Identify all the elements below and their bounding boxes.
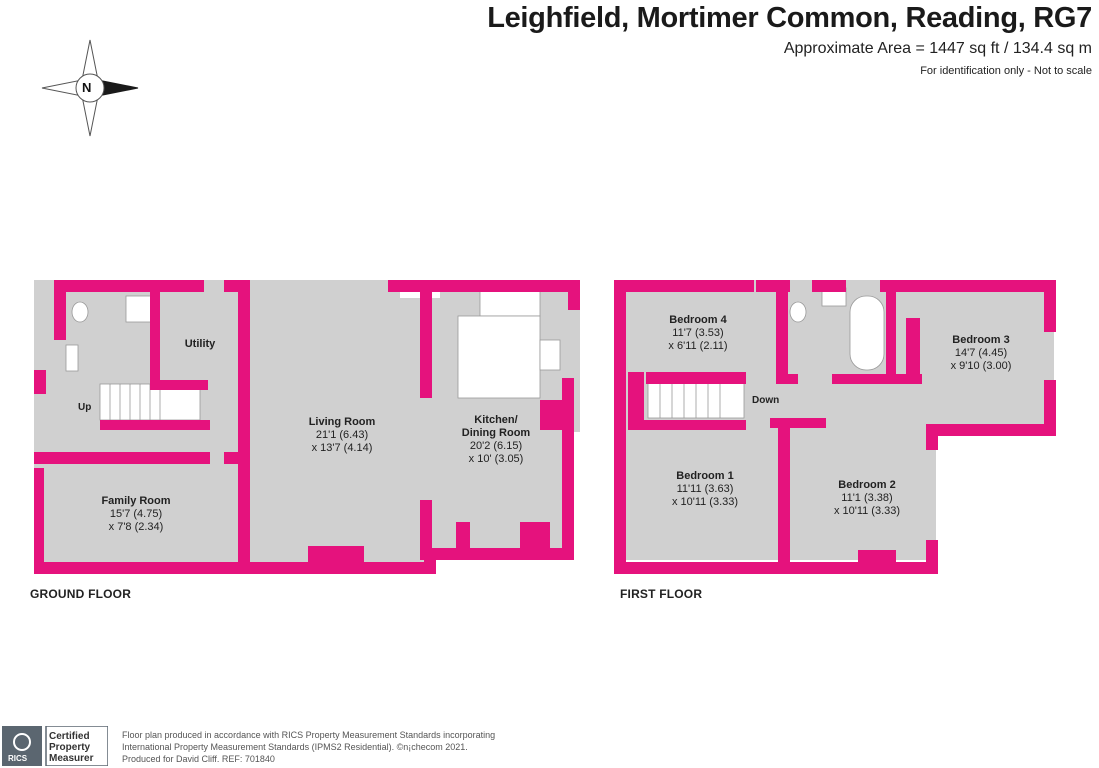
room-bedroom-4: Bedroom 4 11'7 (3.53) x 6'11 (2.11) bbox=[668, 314, 728, 352]
rics-badge-text: Certified Property Measurer bbox=[49, 731, 94, 764]
disclaimer: For identification only - Not to scale bbox=[920, 65, 1092, 77]
first-floor-area bbox=[614, 280, 1054, 560]
room-bedroom-1: Bedroom 1 11'11 (3.63) x 10'11 (3.33) bbox=[671, 470, 739, 508]
first-floor-plan bbox=[614, 280, 1056, 574]
compass-north-label: N bbox=[82, 80, 92, 95]
stairs-down-label: Down bbox=[752, 395, 780, 406]
first-floor-label: FIRST FLOOR bbox=[620, 587, 703, 601]
stairs-up-label: Up bbox=[78, 402, 92, 413]
footer-notes: Floor plan produced in accordance with R… bbox=[122, 730, 496, 764]
ground-floor-label: GROUND FLOOR bbox=[30, 587, 132, 601]
room-utility: Utility bbox=[184, 338, 216, 350]
page-title: Leighfield, Mortimer Common, Reading, RG… bbox=[487, 2, 1092, 34]
room-bedroom-2: Bedroom 2 11'1 (3.38) x 10'11 (3.33) bbox=[833, 479, 901, 517]
approximate-area: Approximate Area = 1447 sq ft / 134.4 sq… bbox=[783, 40, 1092, 57]
ground-floor-area bbox=[34, 280, 580, 572]
room-bedroom-3: Bedroom 3 14'7 (4.45) x 9'10 (3.00) bbox=[950, 334, 1012, 372]
room-living: Living Room 21'1 (6.43) x 13'7 (4.14) bbox=[308, 416, 376, 454]
ground-floor-plan bbox=[34, 280, 580, 574]
room-family: Family Room 15'7 (4.75) x 7'8 (2.34) bbox=[101, 495, 171, 533]
room-kitchen-dining: Kitchen/ Dining Room 20'2 (6.15) x 10' (… bbox=[461, 414, 531, 465]
compass-rose-icon bbox=[41, 39, 139, 137]
rics-word: RICS bbox=[8, 754, 28, 763]
rics-certified-badge bbox=[2, 726, 108, 766]
